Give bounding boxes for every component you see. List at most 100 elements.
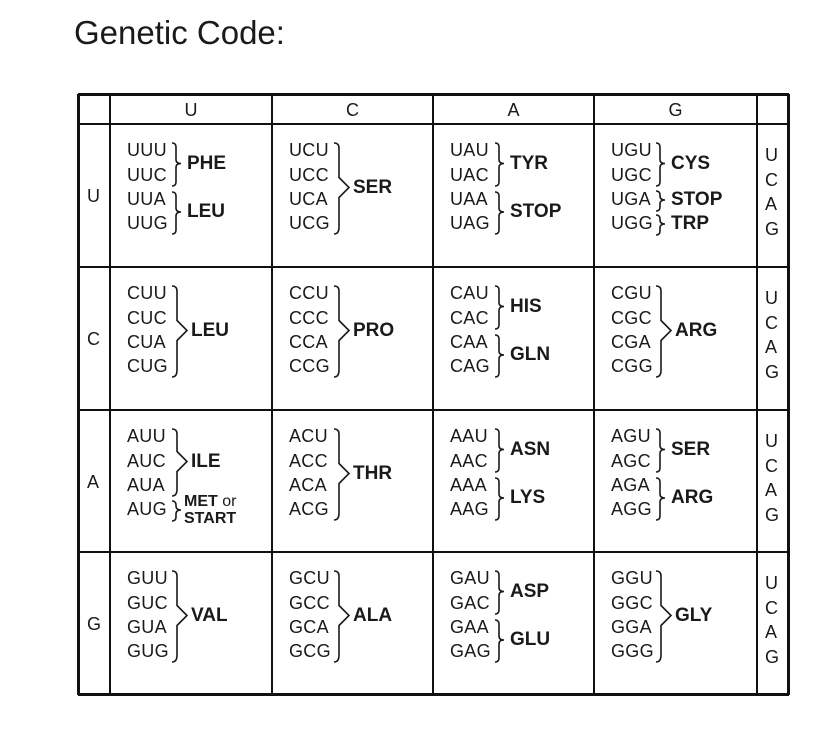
codon-label: AAG bbox=[450, 499, 489, 519]
third-base-label: C bbox=[765, 312, 778, 333]
codon-label: AAA bbox=[450, 475, 487, 495]
amino-acid-label: HIS bbox=[510, 295, 542, 317]
third-base-label: G bbox=[765, 646, 780, 667]
brace-icon bbox=[494, 142, 505, 187]
codon-label: CAA bbox=[450, 332, 488, 352]
codon-label: GGC bbox=[611, 593, 653, 613]
codon-label: GAC bbox=[450, 593, 490, 613]
codon-label: UUC bbox=[127, 165, 167, 185]
column-header: U bbox=[184, 100, 198, 120]
codon-label: UGC bbox=[611, 165, 652, 185]
brace-icon bbox=[171, 191, 182, 235]
codon-label: GCG bbox=[289, 641, 331, 661]
amino-acid-label: GLN bbox=[510, 344, 551, 365]
brace-icon bbox=[494, 570, 505, 615]
brace-icon bbox=[333, 570, 351, 663]
codon-label: CCC bbox=[289, 308, 329, 328]
or-label: or bbox=[217, 493, 237, 510]
codon-label: AUC bbox=[127, 451, 166, 471]
amino-acid-label: LEU bbox=[187, 201, 225, 222]
amino-acid-label: ILE bbox=[191, 450, 221, 472]
codon-label: ACG bbox=[289, 499, 329, 519]
amino-acid-label: LEU bbox=[191, 319, 229, 341]
codon-label: UCA bbox=[289, 189, 328, 209]
codon-label: UCC bbox=[289, 165, 329, 185]
third-base-label: A bbox=[765, 337, 778, 357]
row-header: G bbox=[87, 614, 102, 634]
grid-line-vertical bbox=[593, 94, 595, 695]
codon-label: CGC bbox=[611, 308, 652, 328]
codon-label: UAA bbox=[450, 189, 488, 209]
start-label: START bbox=[184, 510, 237, 527]
codon-label: ACA bbox=[289, 475, 327, 495]
brace-icon bbox=[655, 190, 666, 212]
codon-label: GAA bbox=[450, 617, 489, 637]
brace-icon bbox=[171, 285, 189, 378]
codon-label: GGG bbox=[611, 641, 654, 661]
brace-icon bbox=[655, 477, 666, 521]
brace-icon bbox=[494, 477, 505, 521]
codon-label: GCC bbox=[289, 593, 330, 613]
codon-label: UUA bbox=[127, 189, 166, 209]
amino-acid-name: MET bbox=[184, 493, 218, 510]
brace-icon bbox=[171, 428, 189, 497]
amino-acid-label: ASP bbox=[510, 580, 550, 602]
codon-label: AAU bbox=[450, 426, 488, 446]
third-base-label: G bbox=[765, 361, 780, 382]
row-header: A bbox=[87, 472, 100, 492]
amino-acid-label: ASN bbox=[510, 438, 551, 460]
codon-label: AGU bbox=[611, 426, 651, 446]
brace-icon bbox=[171, 570, 189, 663]
column-header: G bbox=[668, 100, 683, 120]
amino-acid-label: ARG bbox=[671, 487, 714, 508]
amino-acid-label: GLU bbox=[510, 629, 551, 650]
codon-label: UUG bbox=[127, 213, 168, 233]
codon-label: GGU bbox=[611, 568, 653, 588]
row-header: U bbox=[87, 186, 100, 206]
codon-label: GAG bbox=[450, 641, 491, 661]
codon-label: CGA bbox=[611, 332, 651, 352]
amino-acid-label: ALA bbox=[353, 604, 393, 626]
grid-line-vertical bbox=[77, 94, 80, 695]
codon-label: GGA bbox=[611, 617, 652, 637]
brace-icon bbox=[171, 500, 182, 522]
codon-label: CCU bbox=[289, 283, 329, 303]
codon-label: AUA bbox=[127, 475, 165, 495]
third-base-label: C bbox=[765, 169, 778, 190]
grid-line-vertical bbox=[756, 94, 758, 695]
codon-label: GCU bbox=[289, 568, 330, 588]
brace-icon bbox=[333, 285, 351, 378]
codon-label: ACC bbox=[289, 451, 328, 471]
codon-label: CAG bbox=[450, 356, 490, 376]
codon-label: CCA bbox=[289, 332, 328, 352]
third-base-label: U bbox=[765, 145, 778, 165]
amino-acid-label: PHE bbox=[187, 152, 227, 174]
codon-label: UAG bbox=[450, 213, 490, 233]
codon-label: GAU bbox=[450, 568, 490, 588]
brace-icon bbox=[655, 285, 673, 378]
amino-acid-label: SER bbox=[671, 438, 711, 460]
codon-label: CUG bbox=[127, 356, 168, 376]
codon-label: CCG bbox=[289, 356, 330, 376]
amino-acid-label: CYS bbox=[671, 152, 711, 174]
third-base-label: C bbox=[765, 597, 778, 618]
codon-label: UUU bbox=[127, 140, 167, 160]
third-base-label: A bbox=[765, 622, 778, 642]
page-title: Genetic Code: bbox=[74, 14, 285, 51]
codon-label: AGC bbox=[611, 451, 651, 471]
amino-acid-label: TYR bbox=[510, 152, 548, 174]
grid-line-vertical bbox=[432, 94, 434, 695]
grid-line-vertical bbox=[109, 94, 111, 695]
codon-label: AAC bbox=[450, 451, 488, 471]
third-base-label: C bbox=[765, 455, 778, 476]
codon-label: GUC bbox=[127, 593, 168, 613]
codon-label: UCU bbox=[289, 140, 329, 160]
third-base-label: U bbox=[765, 573, 778, 593]
third-base-label: G bbox=[765, 218, 780, 239]
codon-label: CGU bbox=[611, 283, 652, 303]
column-header: A bbox=[507, 100, 520, 120]
brace-icon bbox=[494, 191, 505, 235]
third-base-label: U bbox=[765, 431, 778, 451]
